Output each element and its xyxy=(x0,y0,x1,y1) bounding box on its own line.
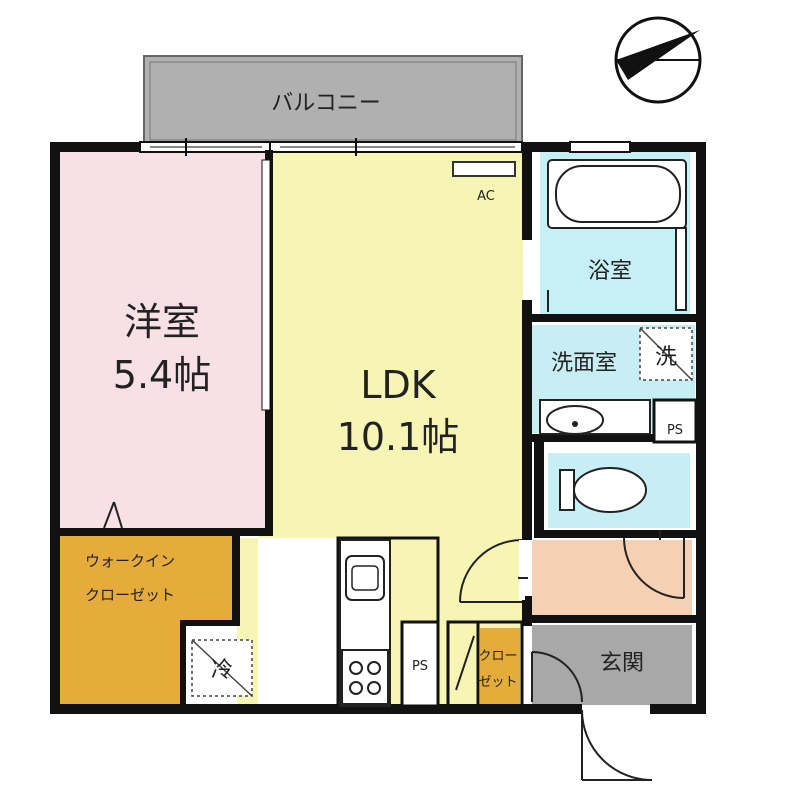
fridge-space: 冷 xyxy=(191,639,253,697)
ldk-floor xyxy=(237,150,523,708)
ldk-entrance-door[interactable] xyxy=(459,539,528,603)
fridge-label: 冷 xyxy=(211,658,233,683)
bathtub xyxy=(547,159,687,311)
ldk-size: 10.1帖 xyxy=(337,415,460,459)
ldk-name: LDK xyxy=(360,363,436,407)
washbasin xyxy=(539,399,651,435)
western-room-name: 洋室 xyxy=(124,300,200,344)
closet-door[interactable] xyxy=(531,651,583,703)
interior-window xyxy=(261,159,271,411)
entrance-label: 玄関 xyxy=(600,651,644,676)
balcony: バルコニー xyxy=(143,55,523,145)
bathroom-label: 浴室 xyxy=(588,259,632,284)
balcony-label: バルコニー xyxy=(271,91,381,116)
washroom-label: 洗面室 xyxy=(551,351,617,376)
washer-label: 洗 xyxy=(655,345,677,370)
ps-kitchen-label: PS xyxy=(412,659,428,674)
closet-slash xyxy=(455,635,475,691)
ps-washroom-label: PS xyxy=(667,423,683,438)
wic-label-line2: クローゼット xyxy=(85,586,175,604)
western-room-size: 5.4帖 xyxy=(113,353,211,397)
kitchen-counter xyxy=(339,539,391,707)
walk-in-closet-floor xyxy=(60,536,232,706)
toilet xyxy=(559,467,647,513)
windows xyxy=(139,138,631,156)
wic-label-line1: ウォークイン xyxy=(85,552,175,570)
compass-icon xyxy=(614,16,702,104)
entrance-floor xyxy=(532,625,692,705)
wic-door[interactable] xyxy=(103,501,115,529)
ac-unit: AC xyxy=(452,161,516,204)
closet-label-line1: クロー xyxy=(478,649,517,664)
front-door[interactable] xyxy=(581,709,653,781)
toilet-door[interactable] xyxy=(623,530,685,599)
closet-floor xyxy=(480,628,520,704)
western-room-floor xyxy=(60,150,267,530)
closet-label-line2: ゼット xyxy=(478,675,517,690)
wic-door-2 xyxy=(113,501,123,529)
hall-floor xyxy=(532,540,692,615)
ac-label: AC xyxy=(477,189,495,204)
washer-space: 洗 xyxy=(639,327,693,381)
